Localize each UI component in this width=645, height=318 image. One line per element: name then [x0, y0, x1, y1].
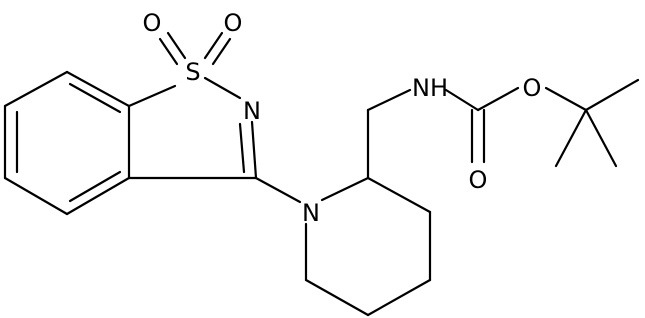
bond	[203, 76, 242, 100]
bond	[250, 120, 258, 180]
bond	[366, 176, 432, 214]
bond	[476, 86, 520, 112]
atom-label-oxygen: O	[224, 9, 243, 37]
bond	[584, 108, 618, 168]
bond	[65, 70, 131, 108]
atom-label-sulfur: S	[185, 58, 200, 86]
atom-label-nitrogen: N	[302, 199, 320, 227]
bond	[544, 86, 588, 112]
atom-labels: O O S N N NH O O	[143, 9, 542, 227]
bond	[366, 278, 432, 317]
atom-label-oxygen: O	[143, 9, 162, 37]
bond	[584, 78, 640, 112]
atom-label-amine: NH	[412, 74, 448, 102]
bond	[203, 31, 224, 60]
bond	[211, 37, 232, 66]
bonds	[3, 31, 640, 317]
bond	[254, 176, 302, 204]
bond	[366, 88, 412, 112]
atom-label-oxygen: O	[523, 74, 542, 102]
bond	[444, 88, 480, 112]
bond	[68, 82, 122, 114]
bond	[320, 176, 370, 202]
bond	[304, 278, 370, 317]
bond	[238, 122, 246, 174]
bond	[68, 170, 122, 203]
bond	[158, 37, 179, 66]
bond	[554, 108, 588, 168]
bond	[3, 176, 69, 216]
bond	[3, 70, 69, 108]
bond	[65, 176, 131, 216]
bond	[127, 84, 177, 108]
atom-label-oxygen: O	[469, 166, 488, 194]
bond	[166, 31, 187, 60]
atom-label-nitrogen: N	[243, 97, 261, 125]
